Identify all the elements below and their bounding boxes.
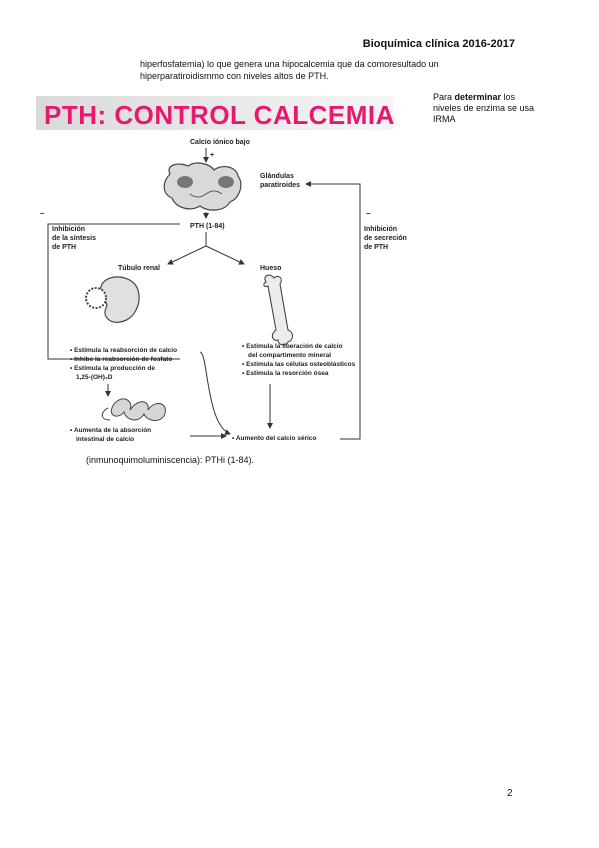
label-aumento-calcio: • Aumento del calcio sérico <box>232 435 316 442</box>
label-inhibicion-sintesis-3: de PTH <box>52 244 76 251</box>
label-paratiroides: paratiroides <box>260 182 300 189</box>
intestine-action-2: intestinal de calcio <box>76 436 134 443</box>
intestine-illustration <box>101 398 166 421</box>
plus-sign: + <box>210 152 214 159</box>
arrow-pth-to-kidney <box>167 245 207 265</box>
side-note-bold: determinar <box>454 92 502 102</box>
arrow-renal-to-serum <box>199 351 231 435</box>
intestine-action-1: • Aumenta de la absorción <box>70 427 151 434</box>
bone-action-4: • Estimula la resorción ósea <box>242 370 329 377</box>
figure-caption: (inmunoquimoluminiscencia): PTHi (1-84). <box>86 455 255 465</box>
pth-control-figure: PTH: CONTROL CALCEMIA Calcio iónico bajo… <box>30 94 422 450</box>
label-inhibicion-sintesis-2: de la síntesis <box>52 235 96 242</box>
bone-illustration <box>263 274 294 346</box>
renal-action-4: 1,25-(OH)₂D <box>76 374 113 381</box>
side-note-suffix: los niveles de enzima se usa IRMA <box>433 92 535 124</box>
intro-line-2: hiperparatiroidismmo con niveles altos d… <box>140 71 329 81</box>
right-feedback-loop <box>305 181 361 440</box>
label-inhibicion-secrecion-2: de secreción <box>364 235 407 242</box>
figure-title: PTH: CONTROL CALCEMIA <box>44 100 395 130</box>
renal-action-3: • Estimula la producción de <box>70 365 155 372</box>
intro-line-1: hiperfosfatemia) lo que genera una hipoc… <box>140 59 439 69</box>
page-number: 2 <box>507 788 513 799</box>
document-header-title: Bioquímica clínica 2016-2017 <box>362 38 515 50</box>
bone-action-1: • Estimula la liberación de calcio <box>242 343 343 350</box>
renal-action-2: • Inhibe la reabsorción de fosfato <box>70 356 172 363</box>
minus-left: – <box>40 209 45 218</box>
title-banner-shadow <box>36 96 394 130</box>
label-inhibicion-secrecion-3: de PTH <box>364 244 388 251</box>
label-tubulo-renal: Túbulo renal <box>118 265 160 272</box>
renal-action-1: • Estimula la reabsorción de calcio <box>70 347 177 354</box>
pth-diagram: PTH: CONTROL CALCEMIA Calcio iónico bajo… <box>36 96 407 443</box>
label-pth: PTH (1-84) <box>190 223 225 230</box>
left-feedback-loop <box>47 223 180 360</box>
bone-action-3: • Estimula las células osteoblásticos <box>242 361 356 368</box>
kidney-illustration <box>85 276 140 323</box>
label-calcio-bajo: Calcio iónico bajo <box>190 139 250 146</box>
label-glandulas: Glándulas <box>260 173 294 180</box>
label-inhibicion-sintesis-1: Inhibición <box>52 226 85 233</box>
arrow-pth-to-bone <box>205 245 245 265</box>
label-hueso: Hueso <box>260 265 281 272</box>
side-note-prefix: Para <box>433 92 455 102</box>
side-note: Para determinar los niveles de enzima se… <box>433 92 543 125</box>
minus-right: – <box>366 209 371 218</box>
label-inhibicion-secrecion-1: Inhibición <box>364 226 397 233</box>
intro-paragraph: hiperfosfatemia) lo que genera una hipoc… <box>140 58 500 82</box>
bone-action-2: del compartimento mineral <box>248 352 331 359</box>
parathyroid-gland-illustration <box>163 162 242 211</box>
